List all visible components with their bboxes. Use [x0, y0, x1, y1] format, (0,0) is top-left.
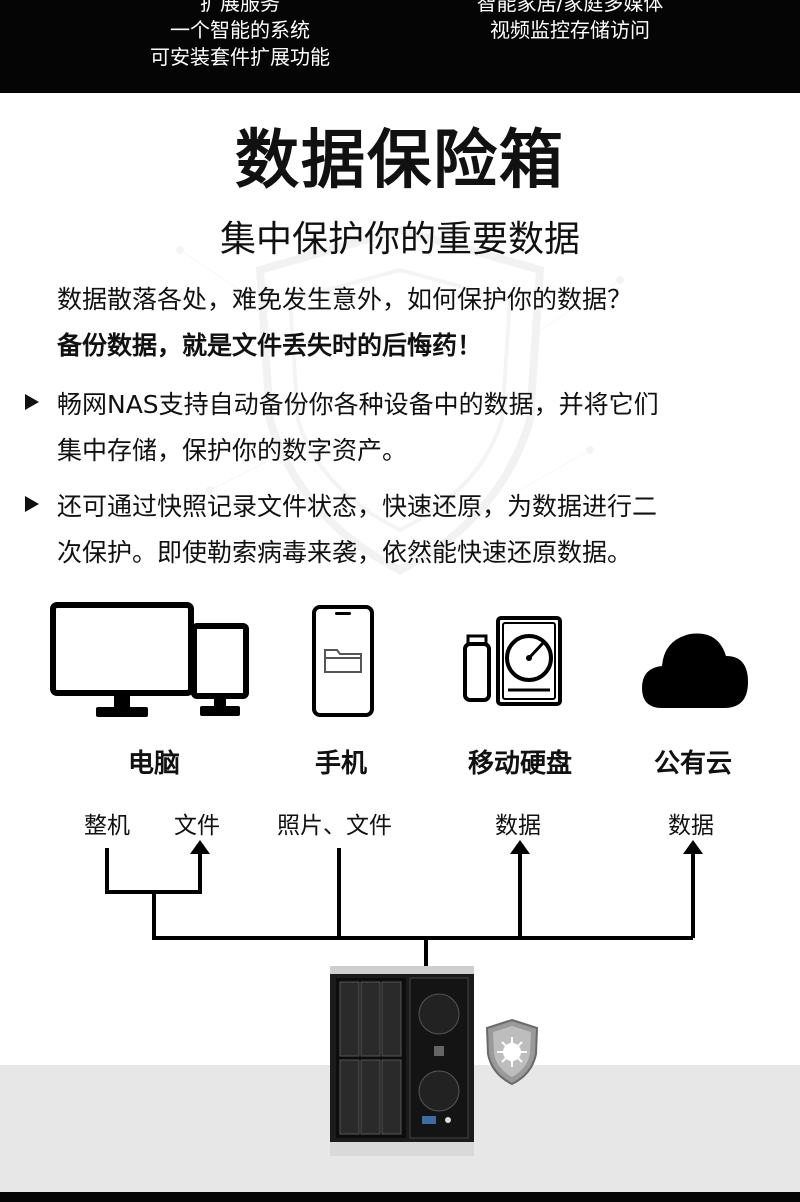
- intro-emphasis: 备份数据，就是文件丢失时的后悔药！: [57, 331, 483, 360]
- triangle-bullet-icon: [25, 496, 39, 512]
- device-label: 手机: [314, 749, 367, 779]
- banner-left-line: 一个智能的系统: [170, 18, 310, 42]
- intro-text: 数据散落各处，难免发生意外，如何保护你的数据？: [57, 285, 633, 314]
- top-banner: 扩展服务 一个智能的系统 可安装套件扩展功能 智能家居/家庭多媒体 视频监控存储…: [0, 0, 800, 93]
- flow-label-pc-files: 文件: [174, 813, 220, 839]
- shield-watermark-icon: [176, 225, 624, 575]
- phone-icon: [311, 600, 375, 720]
- backup-flow-lines: [105, 840, 703, 980]
- computer-monitors-icon: [48, 600, 253, 722]
- page-title: 数据保险箱: [235, 124, 565, 198]
- bullet-line: 次保护。即使勒索病毒来袭，依然能快速还原数据。: [57, 538, 633, 567]
- cloud-icon: [638, 600, 752, 712]
- device-label: 移动硬盘: [467, 749, 572, 779]
- bullet-line: 还可通过快照记录文件状态，快速还原，为数据进行二: [57, 492, 658, 521]
- flow-label-pc-whole: 整机: [84, 813, 130, 839]
- device-label: 电脑: [127, 749, 180, 779]
- page-subtitle: 集中保护你的重要数据: [219, 219, 580, 260]
- bottom-bar: [0, 1192, 800, 1202]
- triangle-bullet-icon: [25, 394, 39, 410]
- banner-right-line: 视频监控存储访问: [490, 18, 650, 42]
- bullet-text: 畅网NAS支持自动备份你各种设备中的数据，并将它们 集中存储，保护你的数字资产。: [57, 382, 797, 474]
- top-banner-right: 智能家居/家庭多媒体 视频监控存储访问: [440, 0, 700, 44]
- top-banner-left: 扩展服务 一个智能的系统 可安装套件扩展功能: [110, 0, 370, 71]
- bullet-line: 集中存储，保护你的数字资产。: [57, 436, 408, 465]
- bullet-line: 畅网NAS支持自动备份你各种设备中的数据，并将它们: [57, 390, 659, 419]
- security-shield-icon: [485, 1018, 539, 1086]
- banner-left-line: 扩展服务: [200, 0, 280, 15]
- flow-label-cloud: 数据: [668, 813, 714, 839]
- nas-device-icon: [330, 966, 474, 1156]
- portable-drive-icon: [462, 600, 566, 712]
- flow-label-phone: 照片、文件: [277, 813, 392, 839]
- banner-right-line: 智能家居/家庭多媒体: [476, 0, 664, 15]
- banner-left-line: 可安装套件扩展功能: [150, 45, 330, 69]
- bullet-text: 还可通过快照记录文件状态，快速还原，为数据进行二 次保护。即使勒索病毒来袭，依然…: [57, 484, 797, 576]
- device-label: 公有云: [653, 749, 732, 779]
- flow-label-drive: 数据: [495, 813, 541, 839]
